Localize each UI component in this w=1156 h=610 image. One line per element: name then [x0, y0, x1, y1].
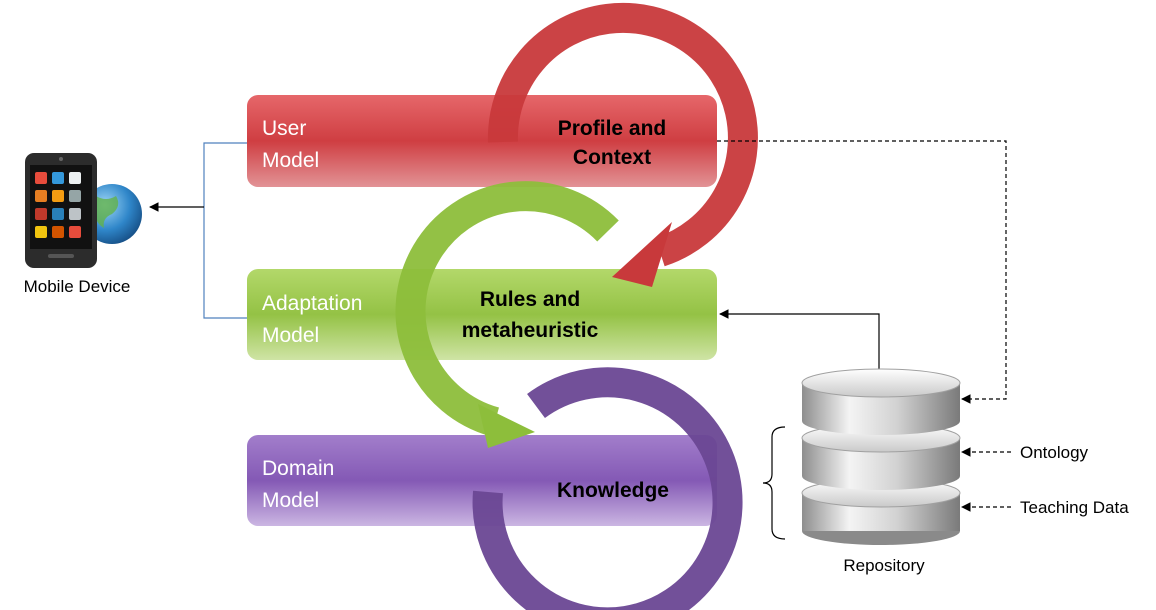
- domain-model-box: Domain Model: [247, 435, 717, 526]
- domain-model-label-line1: Domain: [262, 457, 334, 480]
- teaching-data-label: Teaching Data: [1020, 498, 1129, 517]
- user-model-box: User Model: [247, 95, 717, 187]
- mobile-device-label: Mobile Device: [24, 277, 131, 296]
- profile-context-label-line2: Context: [573, 146, 651, 169]
- adaptation-model-label-line1: Adaptation: [262, 292, 362, 315]
- knowledge-cycle-arrow: [472, 367, 743, 610]
- rules-label-line2: metaheuristic: [462, 319, 599, 342]
- repository-database-icon: [801, 368, 961, 545]
- mobile-device-icon: [25, 153, 142, 268]
- adaptation-model-label-line2: Model: [262, 324, 319, 347]
- repository-label: Repository: [843, 556, 925, 575]
- user-model-label-line1: User: [262, 117, 306, 140]
- adaptation-model-box: Adaptation Model: [247, 269, 717, 360]
- device-connector: [149, 142, 247, 319]
- repository-brace: [762, 426, 786, 540]
- knowledge-label: Knowledge: [557, 479, 669, 502]
- rules-cycle-arrow: [395, 181, 619, 448]
- ontology-label: Ontology: [1020, 443, 1089, 462]
- user-to-repository-connector: [717, 140, 1007, 404]
- rules-label-line1: Rules and: [480, 288, 580, 311]
- profile-context-label-line1: Profile and: [558, 117, 667, 140]
- profile-cycle-arrow: [487, 2, 758, 287]
- adaptation-repository-connector: [719, 309, 884, 381]
- user-model-label-line2: Model: [262, 149, 319, 172]
- domain-model-label-line2: Model: [262, 489, 319, 512]
